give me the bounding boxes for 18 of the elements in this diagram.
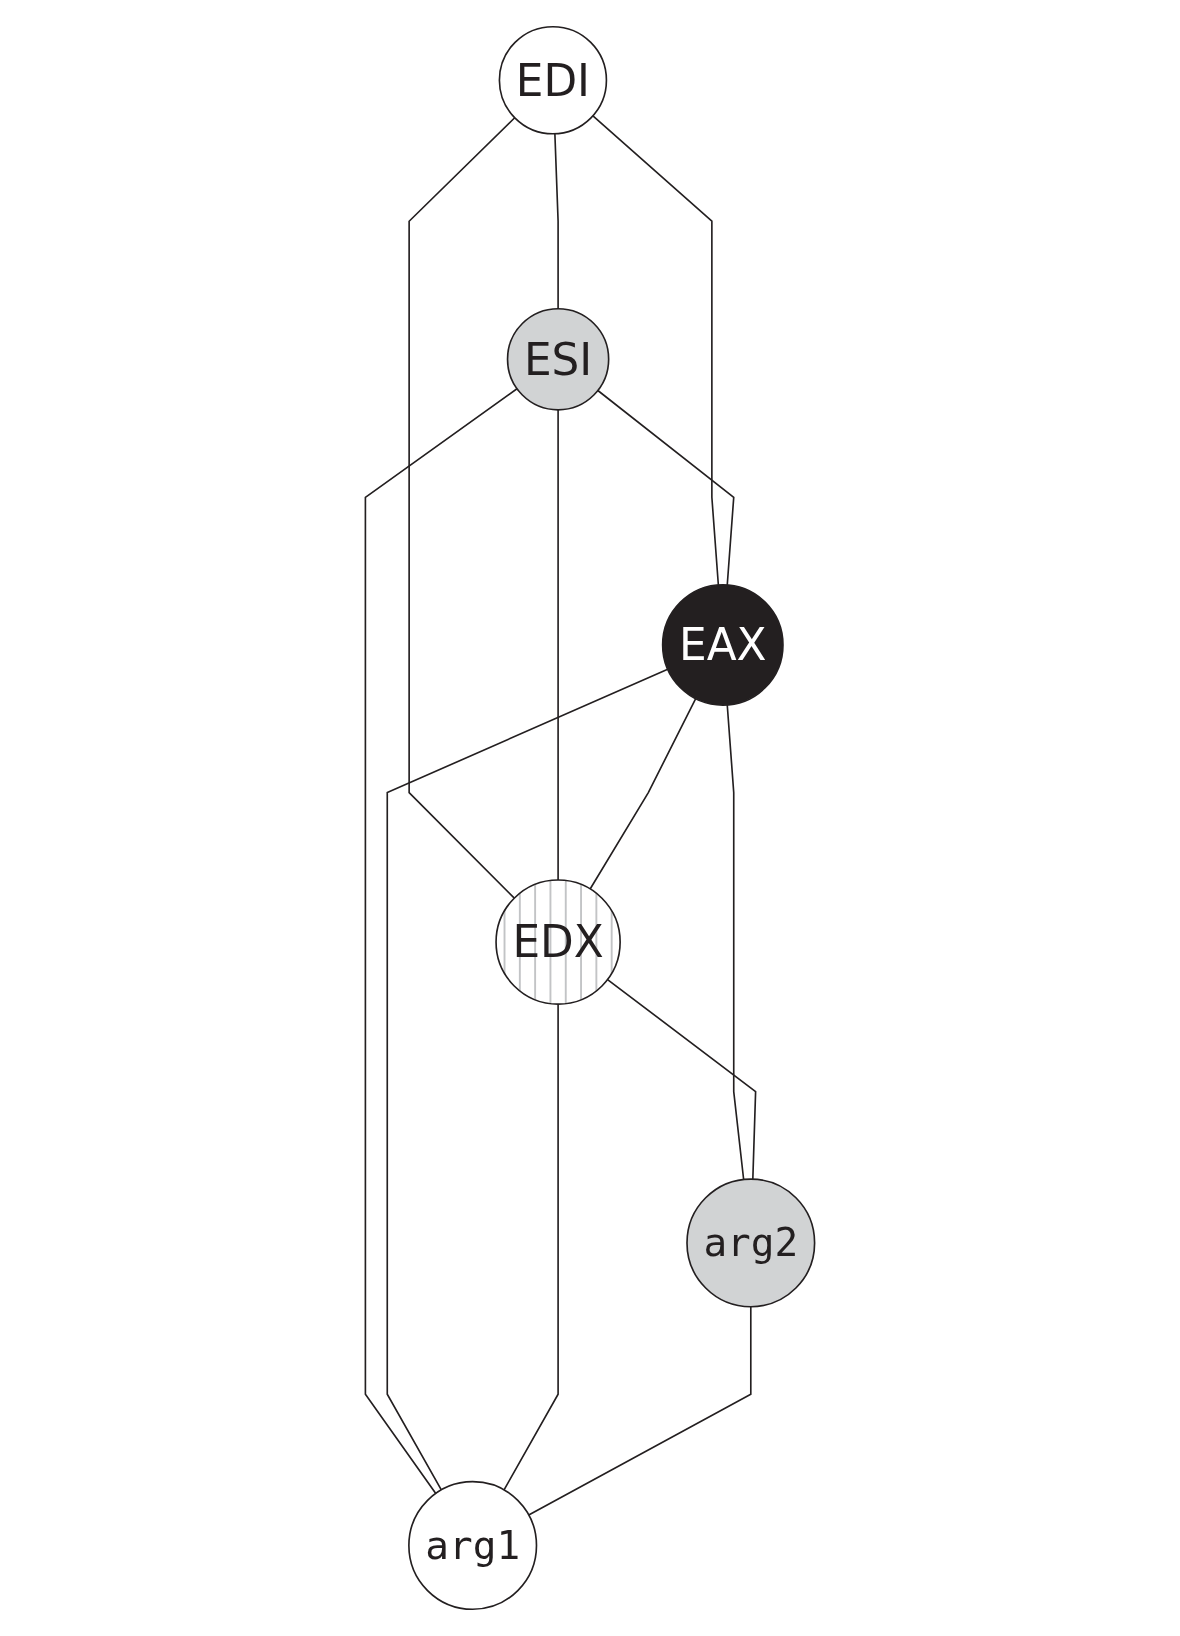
node-circle: EAX <box>661 583 784 706</box>
node-circle: EDI <box>498 25 608 135</box>
connector <box>527 1305 752 1516</box>
connector <box>557 409 559 881</box>
node-circle: ESI <box>506 307 610 411</box>
connector <box>408 116 516 899</box>
connector <box>597 389 735 586</box>
node-circle: arg2 <box>686 1178 816 1308</box>
connector <box>554 132 559 310</box>
connector <box>364 387 518 1495</box>
connector <box>606 978 757 1180</box>
connector <box>386 668 669 1491</box>
connector <box>589 697 697 890</box>
node-circle: EDX <box>495 879 621 1005</box>
connector <box>726 704 745 1181</box>
connector <box>503 1003 559 1491</box>
node-circle: arg1 <box>408 1480 538 1611</box>
connector <box>592 114 720 586</box>
